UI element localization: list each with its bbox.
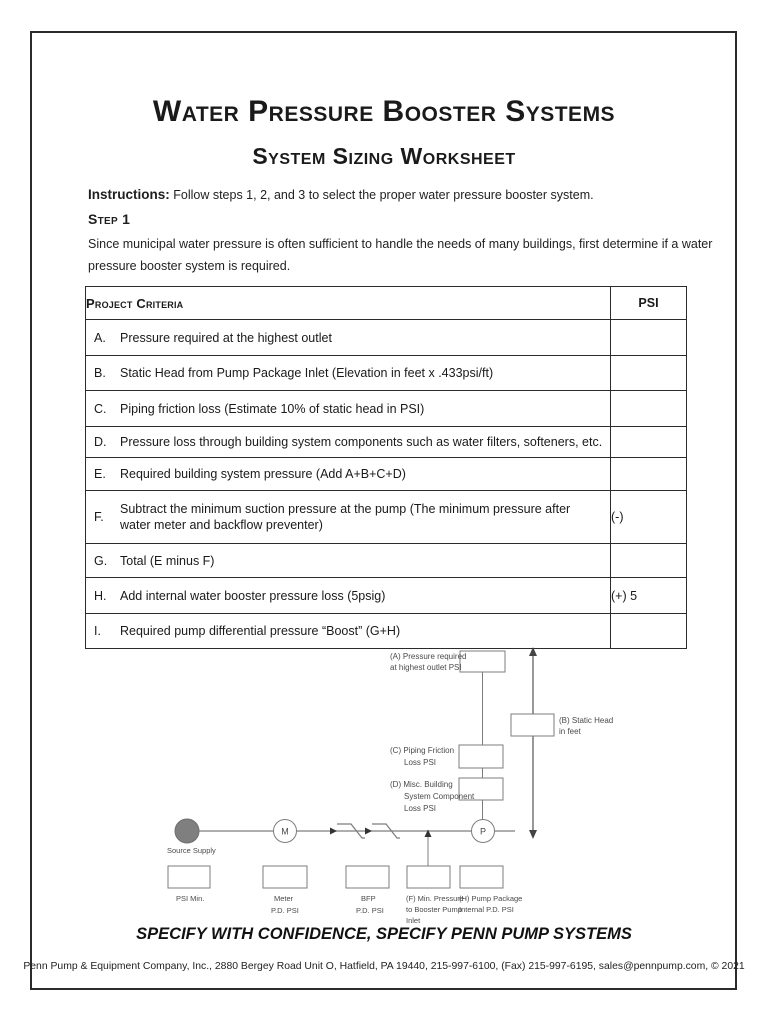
table-row-i: I. Required pump differential pressure “B… xyxy=(85,613,687,649)
row-letter: G. xyxy=(94,553,108,568)
label-b: (B) Static Head xyxy=(559,716,613,725)
source-supply-icon xyxy=(174,818,200,844)
row-letter: D. xyxy=(94,435,107,449)
psi-cell xyxy=(610,319,687,356)
table-row-g: G. Total (E minus F) xyxy=(85,543,687,578)
table-row-f: F. Subtract the minimum suction pressure … xyxy=(85,490,687,544)
table-header-row: Project Criteria PSI xyxy=(85,286,687,320)
table-row-h: H. Add internal water booster pressure lo… xyxy=(85,577,687,614)
piping-schematic-diagram: M P (A) Pressure required at highest out… xyxy=(167,647,613,925)
row-text: Total (E minus F) xyxy=(120,553,215,568)
label-c: (C) Piping Friction xyxy=(390,746,454,755)
project-criteria-table: Project Criteria PSI A. Pressure required… xyxy=(85,286,687,649)
label-d: System Component xyxy=(404,792,475,801)
row-letter: F. xyxy=(94,510,104,524)
psi-cell xyxy=(610,426,687,458)
table-row-e: E. Required building system pressure (Add… xyxy=(85,457,687,491)
page-title: Water Pressure Booster Systems xyxy=(152,95,616,128)
box-f-min-pressure xyxy=(406,865,451,889)
psi-cell xyxy=(610,613,687,649)
box-h-pump-package xyxy=(459,865,504,889)
label-meter: Meter xyxy=(274,894,294,903)
pump-icon xyxy=(471,819,495,843)
psi-cell: (-) xyxy=(610,490,687,544)
page-border xyxy=(30,31,737,990)
label-h: (H) Pump Package xyxy=(459,894,522,903)
pump-letter: P xyxy=(480,827,486,837)
row-text: Add internal water booster pressure loss… xyxy=(120,588,386,603)
meter-letter: M xyxy=(281,827,289,837)
row-text: Piping friction loss (Estimate 10% of st… xyxy=(120,401,425,416)
check-valve-icon xyxy=(365,823,400,839)
psi-cell xyxy=(610,543,687,578)
label-a: (A) Pressure required xyxy=(390,652,466,661)
psi-cell xyxy=(610,355,687,391)
label-b: in feet xyxy=(559,727,582,736)
psi-cell: (+) 5 xyxy=(610,577,687,614)
psi-cell xyxy=(610,390,687,427)
instructions-text: Follow steps 1, 2, and 3 to select the p… xyxy=(169,188,594,202)
psi-cell xyxy=(610,457,687,491)
arrow-up-icon xyxy=(529,647,537,656)
row-letter: E. xyxy=(94,467,106,481)
check-valve-icon xyxy=(330,823,365,839)
box-a-highest-outlet xyxy=(459,650,506,673)
label-a: at highest outlet PSI xyxy=(390,663,462,672)
table-row-a: A. Pressure required at the highest outle… xyxy=(85,319,687,356)
psi-header: PSI xyxy=(610,286,687,320)
label-d: Loss PSI xyxy=(404,804,436,813)
instructions-label: Instructions: xyxy=(88,187,170,202)
box-b-static-head xyxy=(510,713,555,737)
footer-text: Penn Pump & Equipment Company, Inc., 288… xyxy=(23,961,745,972)
box-c-piping-friction xyxy=(458,744,504,769)
box-meter-pd xyxy=(262,865,308,889)
label-psi-min: PSI Min. xyxy=(176,894,204,903)
label-f: (F) Min. Pressure xyxy=(406,894,464,903)
step-paragraph: Since municipal water pressure is often … xyxy=(88,237,713,273)
tagline: SPECIFY WITH CONFIDENCE, SPECIFY PENN PU… xyxy=(136,925,632,943)
page-subtitle: System Sizing Worksheet xyxy=(252,143,516,169)
box-bfp-pd xyxy=(345,865,390,889)
label-f: Inlet xyxy=(406,916,421,925)
row-letter: A. xyxy=(94,330,106,345)
label-bfp: P.D. PSI xyxy=(356,906,384,915)
row-text: Static Head from Pump Package Inlet (Ele… xyxy=(120,366,494,380)
box-psi-min xyxy=(167,865,211,889)
table-row-d: D. Pressure loss through building system … xyxy=(85,426,687,458)
label-d: (D) Misc. Building xyxy=(390,780,453,789)
row-letter: I. xyxy=(94,624,101,638)
row-text: Pressure loss through building system co… xyxy=(120,435,603,449)
row-text: Subtract the minimum suction pressure at… xyxy=(120,502,571,532)
label-h: Internal P.D. PSI xyxy=(459,905,514,914)
table-row-b: B. Static Head from Pump Package Inlet (E… xyxy=(85,355,687,391)
row-text: Pressure required at the highest outlet xyxy=(120,330,332,345)
meter-icon xyxy=(273,819,297,843)
label-f: to Booster Pump xyxy=(406,905,462,914)
step-heading: Step 1 xyxy=(88,211,131,227)
label-meter: P.D. PSI xyxy=(271,906,299,915)
arrow-up-icon xyxy=(424,829,432,837)
row-letter: C. xyxy=(94,401,107,416)
row-text: Required pump differential pressure “Boo… xyxy=(120,624,401,638)
arrow-down-icon xyxy=(529,830,537,839)
label-source-supply: Source Supply xyxy=(167,846,216,855)
label-c: Loss PSI xyxy=(404,758,436,767)
criteria-header: Project Criteria xyxy=(85,286,611,320)
row-letter: H. xyxy=(94,588,107,603)
label-bfp: BFP xyxy=(361,894,376,903)
instructions-line: Instructions: Follow steps 1, 2, and 3 t… xyxy=(88,187,708,202)
box-d-misc-building xyxy=(458,777,504,801)
row-text: Required building system pressure (Add A… xyxy=(120,467,406,481)
table-row-c: C. Piping friction loss (Estimate 10% of … xyxy=(85,390,687,427)
row-letter: B. xyxy=(94,366,106,380)
